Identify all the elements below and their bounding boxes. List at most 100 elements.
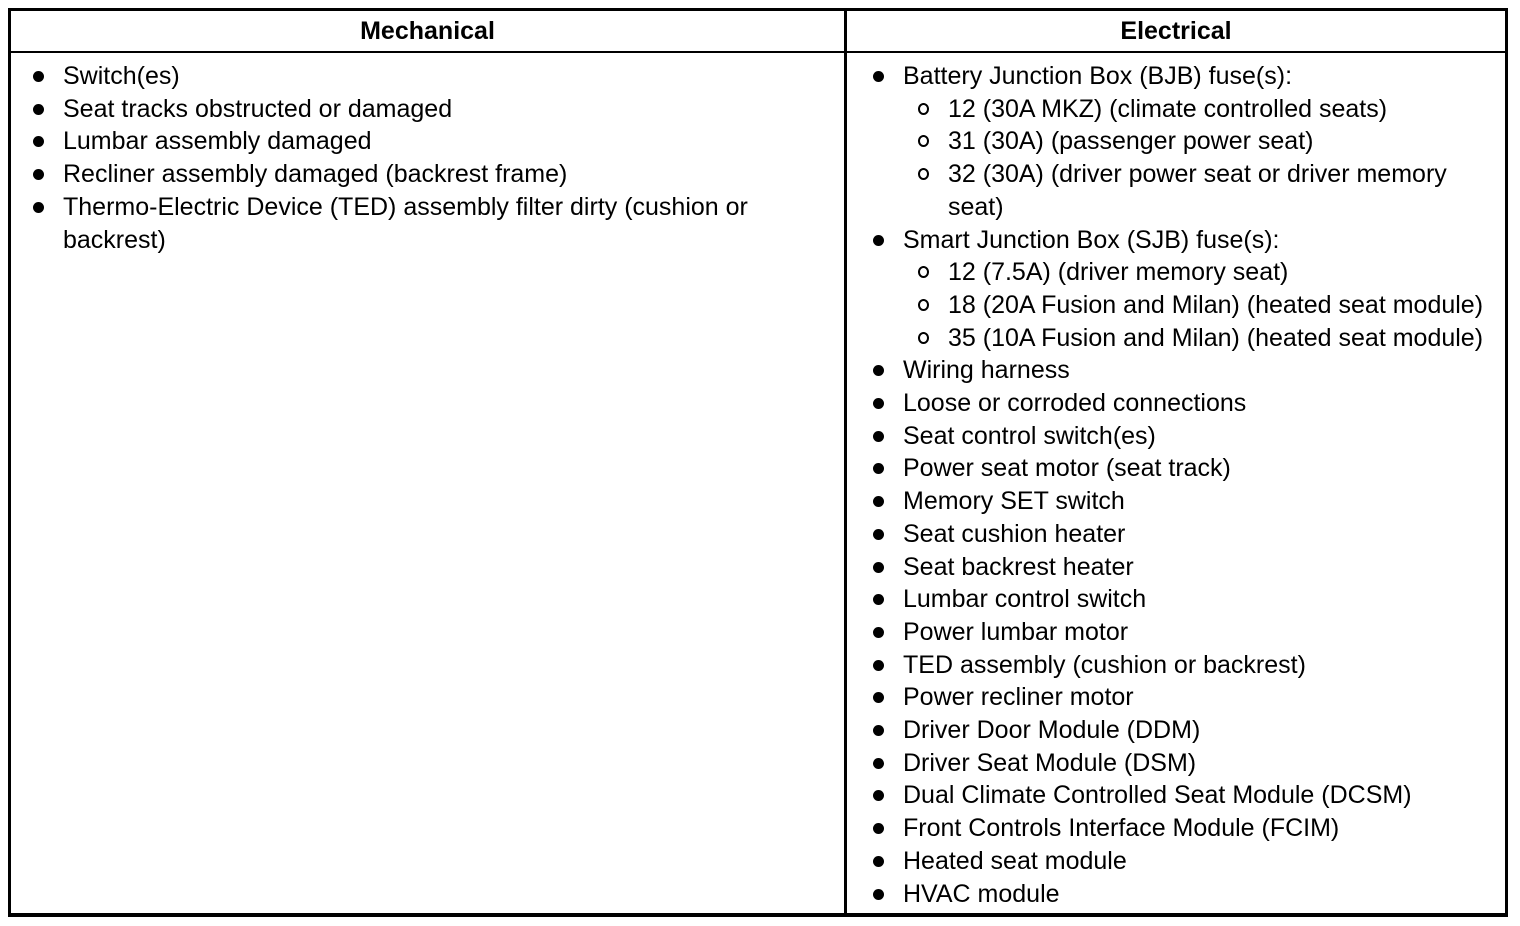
list-item-text: Driver Door Module (DDM) <box>903 716 1201 745</box>
filled-bullet-icon <box>33 103 44 115</box>
list-item-text: TED assembly (cushion or backrest) <box>903 650 1306 679</box>
diagnosis-table: Mechanical Electrical Switch(es) Seat tra… <box>8 8 1508 917</box>
bullet-marker-box <box>863 420 903 442</box>
sub-list-item: 31 (30A) (passenger power seat) <box>908 125 1495 158</box>
filled-bullet-icon <box>873 823 884 835</box>
table-header-row: Mechanical Electrical <box>11 11 1505 53</box>
filled-bullet-icon <box>873 855 884 867</box>
filled-bullet-icon <box>33 136 44 148</box>
electrical-list: Battery Junction Box (BJB) fuse(s):12 (3… <box>863 60 1495 910</box>
bullet-marker-box <box>23 93 63 115</box>
bullet-marker-box <box>863 845 903 867</box>
list-item-text: 31 (30A) (passenger power seat) <box>948 127 1314 156</box>
sub-list-item: 32 (30A) (driver power seat or driver me… <box>908 158 1495 223</box>
bullet-marker-box <box>863 387 903 410</box>
sub-list-item: 12 (30A MKZ) (climate controlled seats) <box>908 93 1495 126</box>
list-item: Battery Junction Box (BJB) fuse(s): <box>863 60 1495 93</box>
open-circle-bullet-icon <box>918 266 929 279</box>
list-item-text: Heated seat module <box>903 846 1127 875</box>
list-item-text: Power lumbar motor <box>903 617 1129 646</box>
list-item-text: Loose or corroded connections <box>903 389 1247 418</box>
list-item: Power lumbar motor <box>863 616 1495 649</box>
filled-bullet-icon <box>33 201 44 213</box>
list-item: Power recliner motor <box>863 681 1495 714</box>
open-circle-bullet-icon <box>918 298 929 311</box>
bullet-marker-box <box>863 812 903 835</box>
list-item: Memory SET switch <box>863 485 1495 518</box>
bullet-marker-box <box>863 616 903 638</box>
list-item: Seat control switch(es) <box>863 420 1495 453</box>
filled-bullet-icon <box>873 594 884 606</box>
filled-bullet-icon <box>873 888 884 900</box>
bullet-marker-box <box>863 878 903 900</box>
mechanical-list: Switch(es) Seat tracks obstructed or dama… <box>23 60 824 256</box>
bullet-marker-box <box>908 322 948 344</box>
filled-bullet-icon <box>873 365 884 377</box>
list-item-text: 12 (30A MKZ) (climate controlled seats) <box>948 94 1388 123</box>
bullet-marker-box <box>863 224 903 246</box>
bullet-marker-box <box>908 125 948 148</box>
bullet-marker-box <box>863 583 903 606</box>
filled-bullet-icon <box>33 71 44 82</box>
list-item: Thermo-Electric Device (TED) assembly fi… <box>23 191 824 256</box>
list-item-text: Memory SET switch <box>903 487 1125 516</box>
list-item: Recliner assembly damaged (backrest fram… <box>23 158 824 191</box>
list-item: Seat cushion heater <box>863 518 1495 551</box>
list-item: Front Controls Interface Module (FCIM) <box>863 812 1495 845</box>
list-item: Dual Climate Controlled Seat Module (DCS… <box>863 779 1495 812</box>
column-header-mechanical: Mechanical <box>11 11 847 51</box>
list-item: Driver Door Module (DDM) <box>863 714 1495 747</box>
list-item-text: Seat cushion heater <box>903 519 1126 548</box>
bullet-marker-box <box>908 93 948 115</box>
list-item-text: 12 (7.5A) (driver memory seat) <box>948 258 1289 287</box>
list-item: Switch(es) <box>23 60 824 93</box>
list-item: Power seat motor (seat track) <box>863 452 1495 485</box>
list-item-text: Power seat motor (seat track) <box>903 454 1231 483</box>
bullet-marker-box <box>908 256 948 279</box>
list-item: Heated seat module <box>863 845 1495 878</box>
list-item-text: 32 (30A) (driver power seat or driver me… <box>948 160 1447 221</box>
filled-bullet-icon <box>873 626 884 638</box>
bullet-marker-box <box>23 125 63 148</box>
list-item-text: Switch(es) <box>63 62 180 90</box>
list-item: TED assembly (cushion or backrest) <box>863 649 1495 682</box>
filled-bullet-icon <box>873 496 884 508</box>
bullet-marker-box <box>908 289 948 311</box>
list-item: Driver Seat Module (DSM) <box>863 747 1495 780</box>
list-item: Wiring harness <box>863 354 1495 387</box>
list-item-text: Seat control switch(es) <box>903 421 1156 450</box>
list-item-text: Thermo-Electric Device (TED) assembly fi… <box>63 192 748 254</box>
bullet-marker-box <box>863 649 903 671</box>
table-body-row: Switch(es) Seat tracks obstructed or dama… <box>11 53 1505 913</box>
open-circle-bullet-icon <box>918 168 929 181</box>
list-item: Loose or corroded connections <box>863 387 1495 420</box>
bullet-marker-box <box>863 60 903 82</box>
bullet-marker-box <box>23 191 63 213</box>
list-item-text: HVAC module <box>903 879 1060 908</box>
bullet-marker-box <box>863 747 903 769</box>
list-item: Seat tracks obstructed or damaged <box>23 93 824 126</box>
bullet-marker-box <box>23 158 63 181</box>
filled-bullet-icon <box>873 692 884 704</box>
list-item: Lumbar control switch <box>863 583 1495 616</box>
bullet-marker-box <box>863 485 903 508</box>
bullet-marker-box <box>908 158 948 181</box>
bullet-marker-box <box>863 518 903 540</box>
column-header-electrical: Electrical <box>1120 16 1232 45</box>
list-item-text: Dual Climate Controlled Seat Module (DCS… <box>903 781 1412 810</box>
filled-bullet-icon <box>873 659 884 671</box>
filled-bullet-icon <box>33 169 44 181</box>
list-item: Seat backrest heater <box>863 551 1495 584</box>
list-item-text: Wiring harness <box>903 356 1070 385</box>
open-circle-bullet-icon <box>918 331 929 344</box>
list-item-text: Seat backrest heater <box>903 552 1134 581</box>
open-circle-bullet-icon <box>918 135 929 148</box>
bullet-marker-box <box>863 779 903 802</box>
list-item-text: Lumbar control switch <box>903 585 1147 614</box>
mechanical-cell: Switch(es) Seat tracks obstructed or dama… <box>11 53 847 913</box>
sub-list-item: 35 (10A Fusion and Milan) (heated seat m… <box>908 322 1495 355</box>
sub-list-item: 12 (7.5A) (driver memory seat) <box>908 256 1495 289</box>
filled-bullet-icon <box>873 398 884 410</box>
electrical-cell: Battery Junction Box (BJB) fuse(s):12 (3… <box>847 53 1505 913</box>
sub-list-item: 18 (20A Fusion and Milan) (heated seat m… <box>908 289 1495 322</box>
